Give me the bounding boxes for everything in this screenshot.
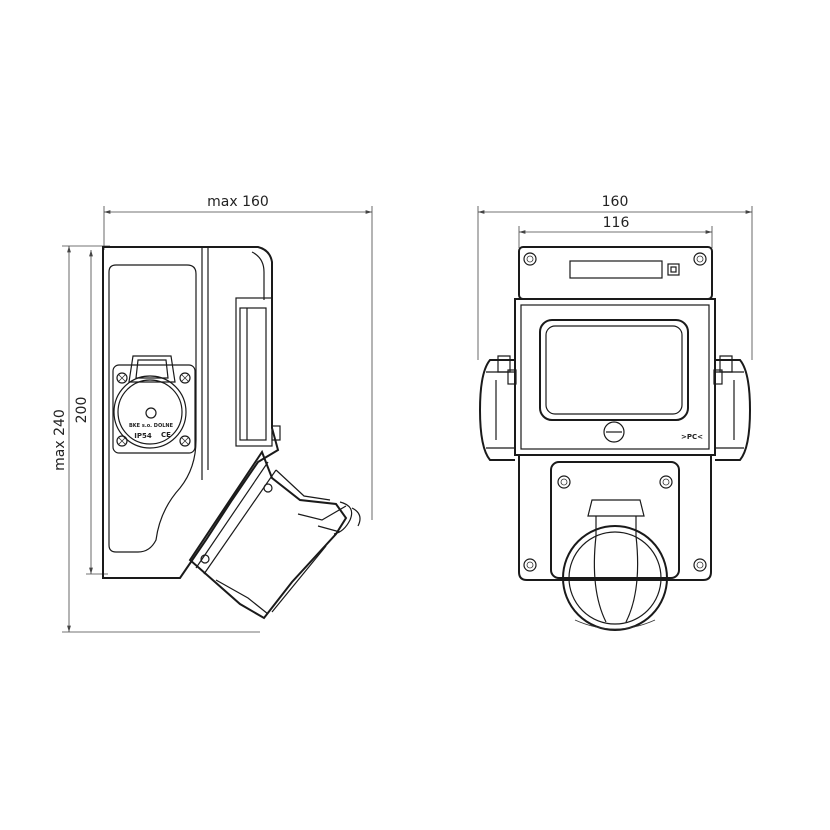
label-slot xyxy=(569,260,663,279)
screw-icon xyxy=(116,372,191,447)
dim-width-side: max 160 xyxy=(103,194,373,520)
socket-marking: BKE s.o. DOLNE xyxy=(129,423,174,429)
lower-body xyxy=(518,455,712,581)
screw-icon xyxy=(523,558,707,572)
dim-height-total: max 240 xyxy=(52,245,260,633)
front-view: 160 116 xyxy=(477,194,753,631)
socket-ip-rating: IP54 xyxy=(134,432,152,440)
right-side-socket xyxy=(713,355,752,461)
pc-logo: >PC< xyxy=(681,433,703,441)
dim-height-body: 200 xyxy=(74,249,108,575)
left-side-socket xyxy=(478,355,517,461)
dim-label-200: 200 xyxy=(74,397,90,424)
earth-symbol-icon xyxy=(145,407,157,419)
top-housing xyxy=(518,246,713,300)
angled-socket xyxy=(188,449,361,620)
front-window-side xyxy=(235,297,273,447)
side-socket: BKE s.o. DOLNE IP54 CE xyxy=(112,355,196,454)
slotted-screw-icon xyxy=(603,421,625,443)
indicator-square xyxy=(667,263,680,276)
middle-body: >PC< xyxy=(514,298,716,456)
side-screw-knob xyxy=(271,425,281,441)
dim-label-116: 116 xyxy=(603,215,630,231)
ce-mark: CE xyxy=(161,431,171,439)
side-view: max 160 max 240 200 xyxy=(52,194,373,633)
screw-icon xyxy=(263,483,273,493)
dim-label-max-240: max 240 xyxy=(52,409,68,471)
dim-width-front-total: 160 xyxy=(477,194,753,360)
dim-label-160: 160 xyxy=(602,194,629,210)
front-socket xyxy=(550,461,680,631)
viewing-window xyxy=(539,319,689,421)
screw-icon xyxy=(200,554,210,564)
inner-panel xyxy=(108,264,197,553)
housing-outline xyxy=(102,246,280,579)
screw-icon xyxy=(557,475,673,489)
dim-label-max-160: max 160 xyxy=(207,194,269,210)
screw-icon xyxy=(523,252,707,266)
dim-width-front-inner: 116 xyxy=(518,215,713,248)
